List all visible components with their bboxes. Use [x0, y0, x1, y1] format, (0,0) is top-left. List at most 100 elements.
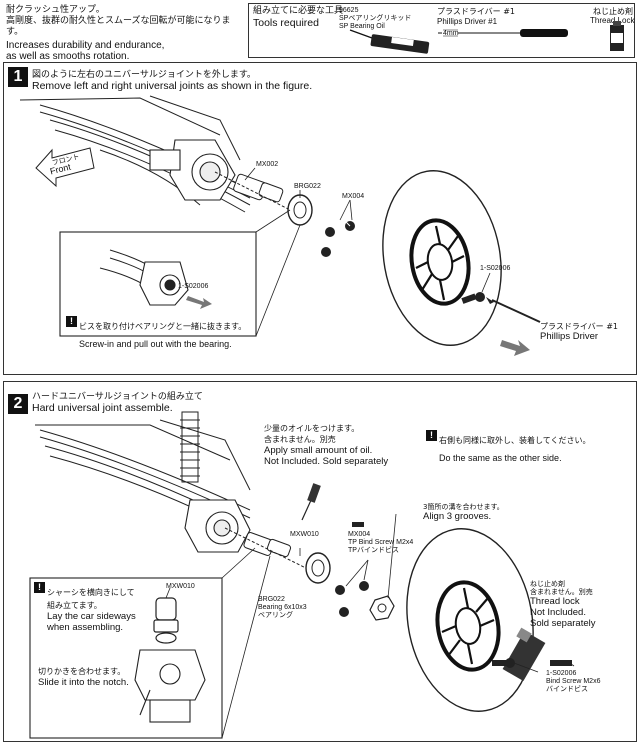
step2-axle-housing: [184, 499, 251, 553]
step2-screw-leaders: [299, 548, 369, 587]
lock-note-en-3: Sold separately: [530, 618, 596, 629]
wheel-screw-step1: [461, 292, 485, 304]
step1-note-jp: ビスを取り付けベアリングと一緒に抜きます。: [79, 322, 247, 331]
pull-arrow-icon: [500, 340, 530, 356]
brg022-jp: ベアリング: [258, 612, 293, 619]
notch-jp: 切りかきを合わせます。: [38, 667, 126, 676]
mx004-code: MX004: [348, 531, 371, 538]
mx004-part: MX004 TP Bind Screw M2x4 TPバインドビス: [348, 531, 413, 555]
grooves-en: Align 3 grooves.: [423, 511, 492, 522]
other-side-en: Do the same as the other side.: [439, 453, 562, 463]
driver-size: 4mm: [443, 30, 459, 37]
mx004-label: MX004: [342, 193, 365, 200]
feature-text: 耐クラッシュ性アップ。 高剛度、抜群の耐久性とスムーズな回転が可能になります。 …: [6, 5, 244, 62]
axle-housing: [149, 139, 236, 201]
mxw010-label-a: MXW010: [290, 531, 319, 538]
feature-en-2: as well as smooths rotation.: [6, 51, 130, 62]
wheel-step1: [382, 170, 502, 346]
tools-title-jp: 組み立てに必要な工具: [253, 6, 344, 16]
brg022-part: BRG022 Bearing 6x10x3 ベアリング: [258, 596, 307, 620]
lock-note-en-2: Not Included.: [530, 607, 586, 618]
inset-pull-arrow-icon: [186, 296, 212, 309]
other-side-jp: 右側も同様に取外し、装着してください。: [439, 436, 591, 445]
oil-note-en-1: Apply small amount of oil.: [264, 445, 373, 456]
step2-wheel-screw: [492, 658, 515, 668]
thread-lock-note: ねじ止め剤 含まれません。別売 Thread lock Not Included…: [530, 580, 595, 629]
step2-title-en: Hard universal joint assemble.: [32, 402, 173, 414]
screws-mx004: [321, 219, 355, 257]
thread-lock-icon: [610, 21, 624, 51]
inset-housing: [139, 261, 189, 306]
mx004-jp: TPバインドビス: [348, 547, 399, 554]
oil-jp: SPベアリングリキッド: [339, 15, 412, 22]
lock-note-en-1: Thread lock: [530, 596, 580, 607]
inset-notch-assembly: [134, 649, 206, 723]
warning-icon: !: [66, 316, 77, 327]
step1-number: 1: [8, 67, 28, 87]
s02006-label-a: 1-S02006: [480, 265, 511, 272]
mxw010-label-b: MXW010: [166, 583, 195, 590]
s02006-en: Bind Screw M2x6: [546, 678, 601, 685]
step1-title-en: Remove left and right universal joints a…: [32, 80, 313, 92]
chassis-note: !シャーシを横向きにして 組み立てます。 Lay the car sideway…: [34, 582, 136, 633]
universal-joint-mxw010: [224, 527, 321, 576]
s02006-part: 1-S02006 Bind Screw M2x6 バインドビス: [546, 670, 600, 694]
mx004-en: TP Bind Screw M2x4: [348, 539, 414, 546]
oil-note-en-2: Not Included. Sold separately: [264, 456, 389, 467]
lock-note-jp-2: 含まれません。別売: [530, 588, 593, 596]
phillips-driver-step1: [486, 297, 541, 323]
s02006-code: 1-S02006: [546, 670, 577, 677]
lock-en: Thread Lock: [590, 16, 635, 25]
other-side-note: !右側も同様に取外し、装着してください。 Do the same as the …: [426, 430, 591, 466]
step2-title-jp: ハードユニバーサルジョイントの組み立て: [32, 392, 203, 402]
brg022-en: Bearing 6x10x3: [258, 604, 307, 611]
notch-en: Slide it into the notch.: [38, 677, 129, 688]
lock-jp: ねじ止め剤: [593, 7, 633, 16]
warning-icon: !: [34, 582, 45, 593]
mx002-label: MX002: [256, 161, 279, 168]
mx004-leaders: [339, 199, 353, 221]
oil-note: 少量のオイルをつけます。 含まれません。別売 Apply small amoun…: [264, 423, 388, 467]
grooves-jp: 3箇所の溝を合わせます。: [423, 503, 504, 511]
s02006-jp: バインドビス: [546, 686, 588, 693]
tools-title-en: Tools required: [253, 17, 319, 29]
grooves-leader: [387, 513, 397, 599]
chassis-en-1: Lay the car sideways: [47, 611, 136, 622]
shock-spring: [180, 411, 200, 483]
grooves-note: 3箇所の溝を合わせます。 Align 3 grooves.: [423, 503, 504, 522]
chassis-jp-2: 組み立てます。: [47, 601, 102, 610]
step1-driver-en: Phillips Driver: [540, 331, 599, 342]
step2-screws: [335, 522, 369, 617]
chassis-en-2: when assembling.: [47, 622, 124, 633]
oil-bottle-icon: [349, 29, 430, 54]
driver-jp: プラスドライバー #1: [437, 7, 516, 16]
step2-bearing: [305, 552, 331, 584]
brg022-code: BRG022: [258, 596, 285, 603]
screwdriver-icon: [438, 29, 568, 37]
warning-icon: !: [426, 430, 437, 441]
notch-note: 切りかきを合わせます。 Slide it into the notch.: [38, 666, 129, 688]
feature-en-1: Increases durability and endurance,: [6, 40, 165, 51]
step1-driver-jp: プラスドライバー #1: [540, 322, 619, 331]
brg022-label: BRG022: [294, 183, 321, 190]
front-arrow-icon: [35, 147, 95, 188]
s02006-label-b: 1-S02006: [178, 283, 209, 290]
oil-needle-icon: [301, 483, 321, 521]
step2-thread-lock-icon: [502, 627, 546, 682]
lock-note-jp-1: ねじ止め剤: [530, 580, 565, 588]
hex-adapter: [369, 595, 395, 621]
step1-note-en: Screw-in and pull out with the bearing.: [79, 339, 232, 349]
inset-mxw010: [153, 587, 179, 644]
oil-en: SP Bearing Oil: [339, 23, 385, 30]
step1-title-jp: 図のように左右のユニバーサルジョイントを外します。: [32, 70, 256, 80]
tools-box: [248, 3, 635, 58]
feature-jp-2: 高剛度、抜群の耐久性とスムーズな回転が可能になります。: [6, 16, 231, 37]
wheel-step2: [406, 528, 534, 712]
oil-code: 96625: [339, 7, 359, 14]
driver-en: Phillips Driver #1: [437, 17, 498, 26]
feature-jp-1: 耐クラッシュ性アップ。: [6, 5, 105, 15]
chassis-jp-1: シャーシを横向きにして: [47, 588, 135, 597]
